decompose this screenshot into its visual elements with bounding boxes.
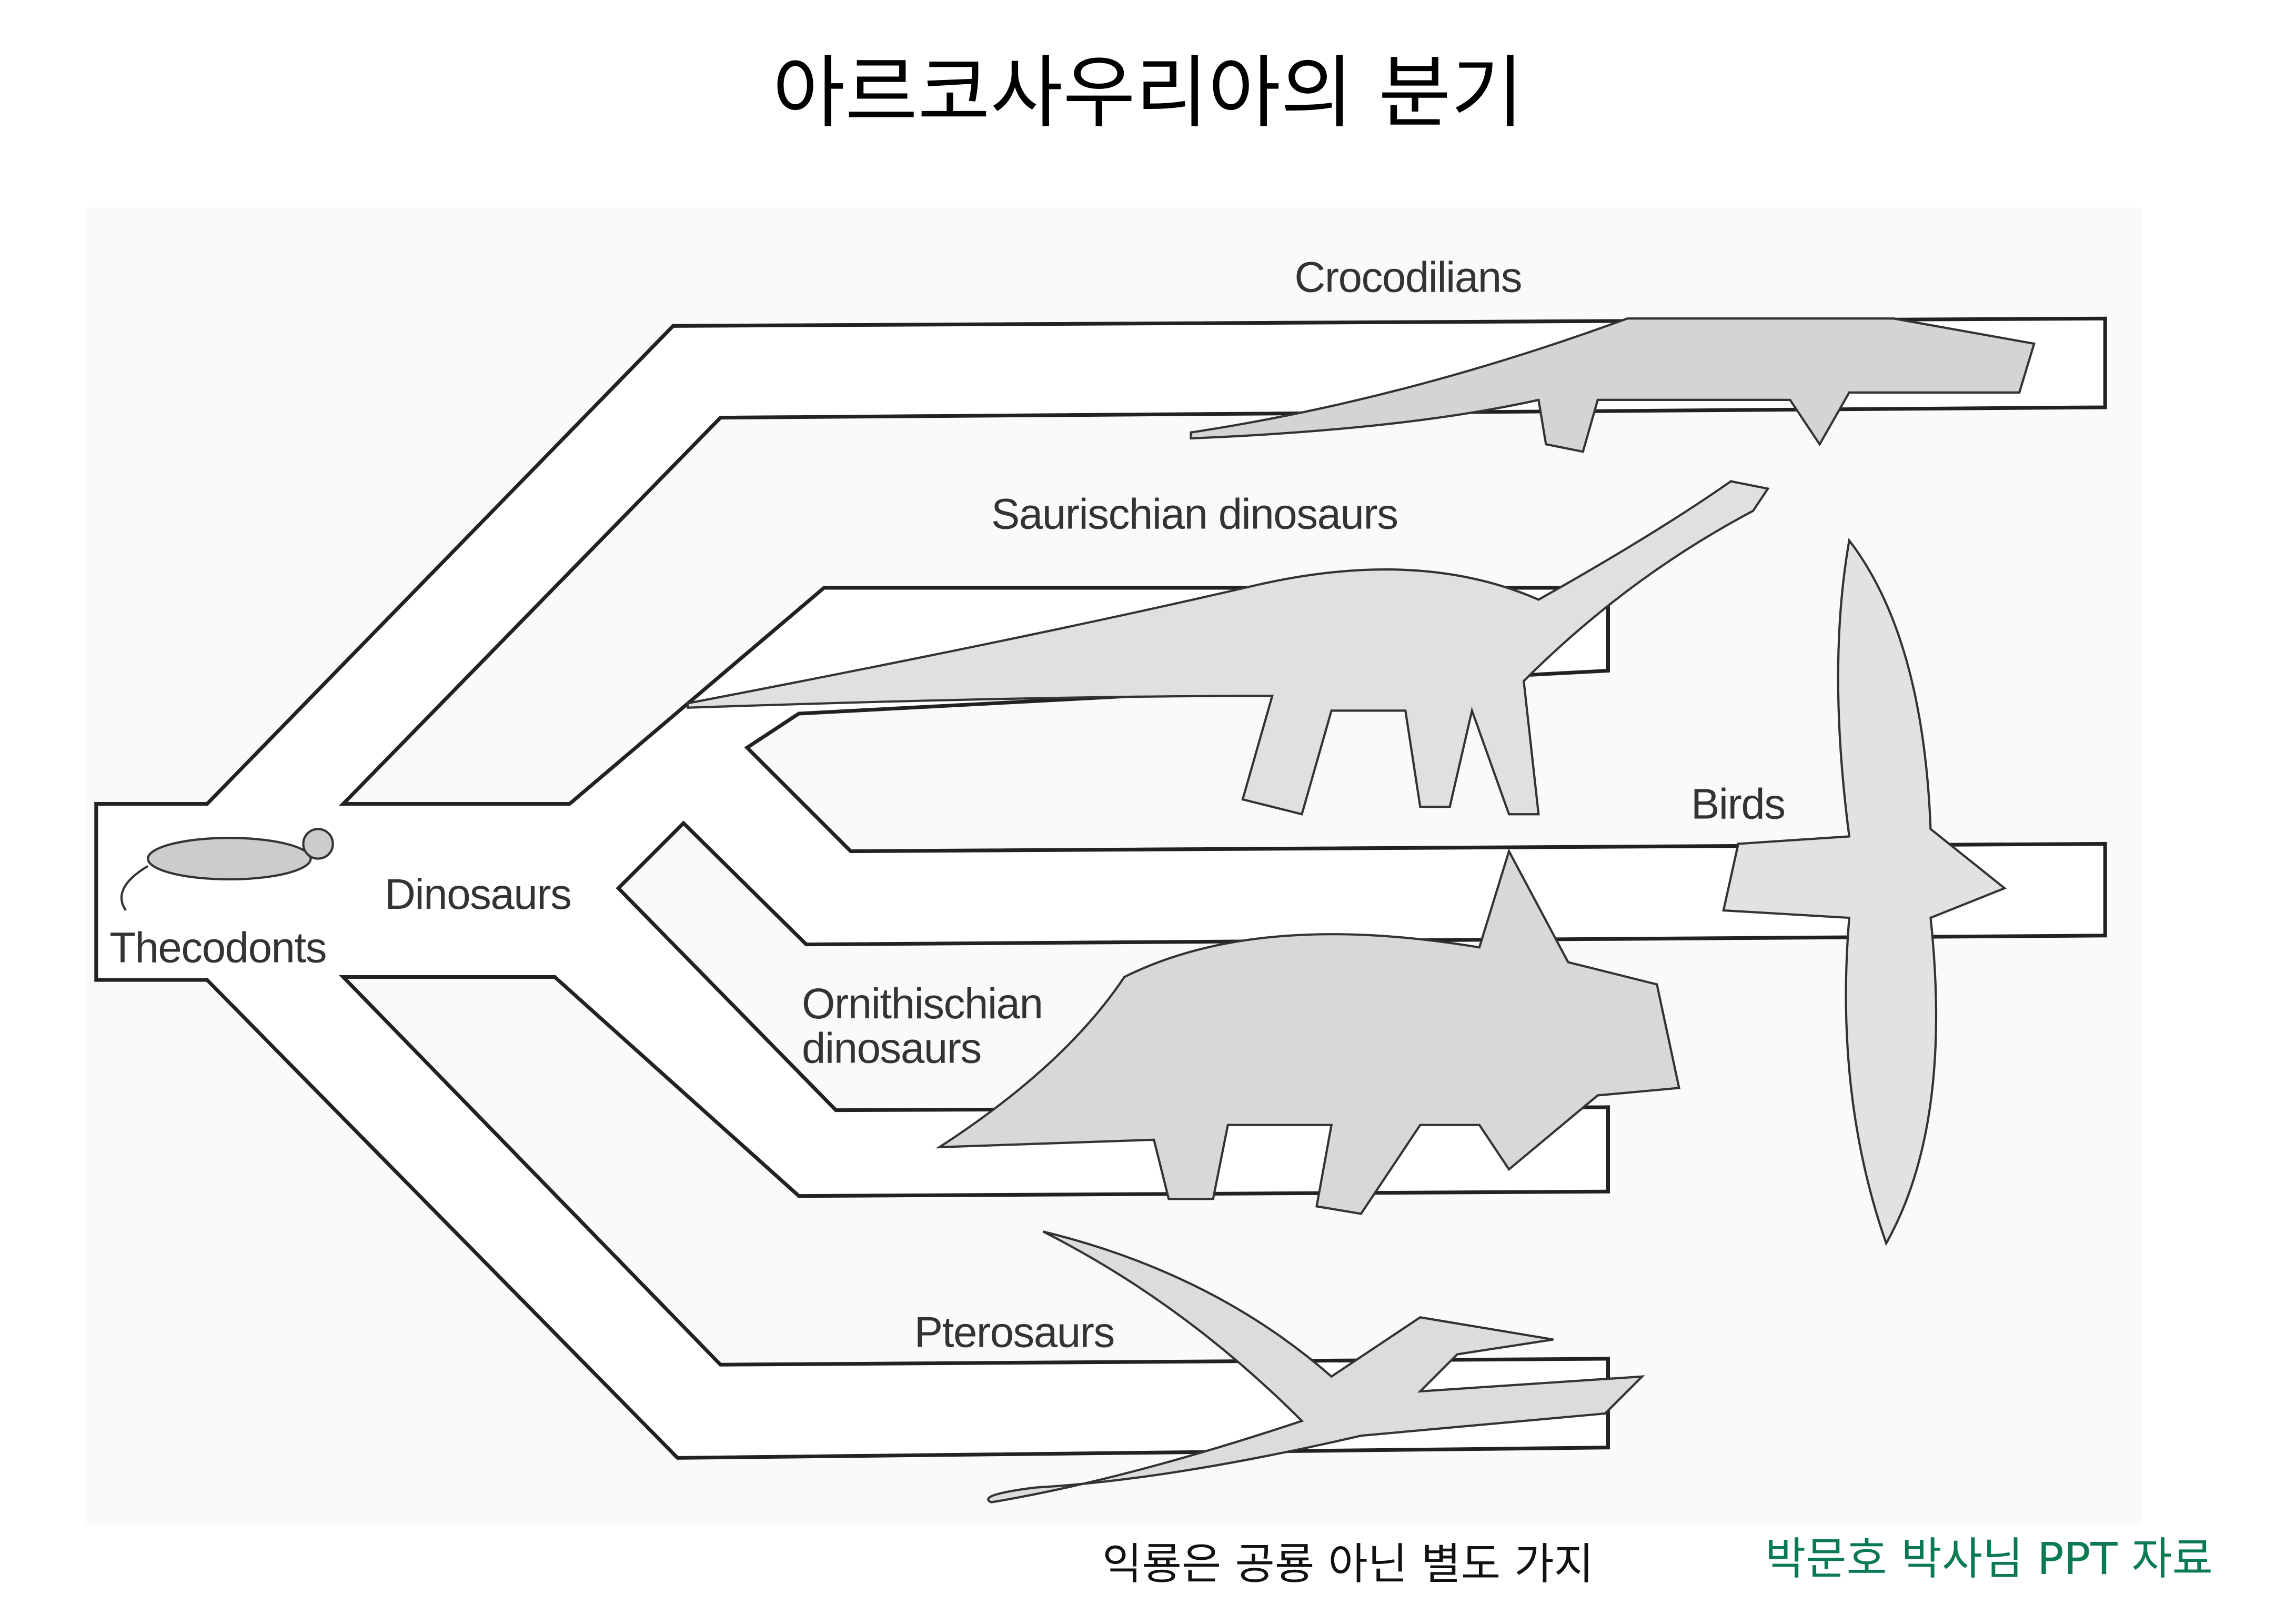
slide-title: 아르코사우리아의 분기 [772,47,1524,139]
label-thecodonts: Thecodonts [109,924,326,971]
crocodile-illustration [1190,317,2036,453]
sauropod-illustration [687,480,1770,816]
label-dinosaurs: Dinosaurs [385,870,571,918]
bird-illustration [1722,537,2007,1246]
label-saurischian-dinosaurs: Saurischian dinosaurs [991,490,1398,538]
label-crocodilians: Crocodilians [1294,254,1522,302]
pterosaur-illustration [987,1230,1645,1503]
source-credit: 박문호 박사님 PPT 자료 [1765,1533,2213,1585]
label-pterosaurs: Pterosaurs [914,1308,1114,1356]
label-birds: Birds [1691,780,1785,828]
label-ornithischian-line1: Ornithischian [802,980,1043,1028]
thecodont-illustration [120,828,334,911]
ceratopsian-illustration [935,848,1681,1215]
caption-text: 익룡은 공룡 아닌 별도 가지 [1102,1539,1594,1589]
label-ornithischian-line2: dinosaurs [802,1025,981,1072]
